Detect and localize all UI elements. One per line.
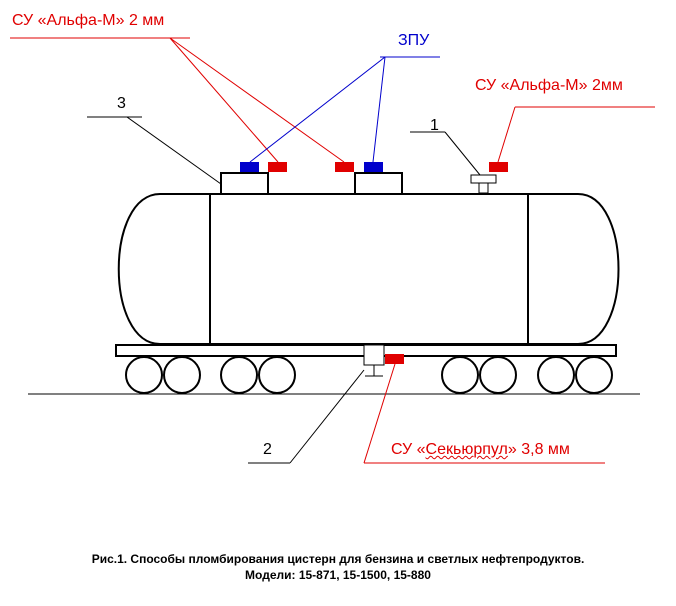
bottom-drain	[363, 344, 385, 366]
caption-line-2: Модели: 15-871, 15-1500, 15-880	[245, 568, 431, 582]
seal-label-bottom: СУ «Секьюрпул» 3,8 мм	[391, 442, 570, 458]
caption-line-1: Рис.1. Способы пломбирования цистерн для…	[91, 552, 585, 566]
leader-alpha-top-right	[497, 106, 655, 163]
wheel	[537, 356, 575, 394]
tank-body	[209, 193, 529, 345]
number-2: 2	[263, 441, 272, 458]
zpu-seal-right	[364, 162, 383, 172]
wheel	[479, 356, 517, 394]
leader-zpu	[249, 56, 440, 163]
wheel	[258, 356, 296, 394]
seal-bottom-word: Секьюрпул	[425, 441, 508, 458]
number-1: 1	[430, 117, 439, 134]
wheel	[125, 356, 163, 394]
tank-left-cap	[117, 193, 210, 345]
seal-bottom-prefix: СУ «	[391, 441, 426, 458]
wheels	[125, 356, 613, 394]
top-valve-stem	[478, 182, 489, 194]
zpu-seal-left	[240, 162, 259, 172]
top-valve	[470, 174, 497, 184]
wheel	[441, 356, 479, 394]
alpha-seal-valve	[489, 162, 508, 172]
zpu-label: ЗПУ	[398, 32, 430, 49]
seal-label-top-left: СУ «Альфа-М» 2 мм	[12, 12, 165, 29]
hatch-right	[354, 172, 403, 195]
tank-right-cap	[528, 193, 620, 345]
number-3: 3	[117, 95, 126, 112]
leader-number-lines	[87, 116, 481, 464]
wheel	[163, 356, 201, 394]
alpha-seal-middle	[335, 162, 354, 172]
securpul-seal	[385, 354, 404, 364]
leader-alpha-top-left	[10, 37, 345, 163]
seal-label-top-right: СУ «Альфа-М» 2мм	[475, 77, 623, 94]
alpha-seal-left	[268, 162, 287, 172]
wheel	[220, 356, 258, 394]
wheel	[575, 356, 613, 394]
leader-securpul	[363, 363, 605, 464]
hatch-left	[220, 172, 269, 195]
seal-bottom-suffix: » 3,8 мм	[507, 441, 570, 458]
